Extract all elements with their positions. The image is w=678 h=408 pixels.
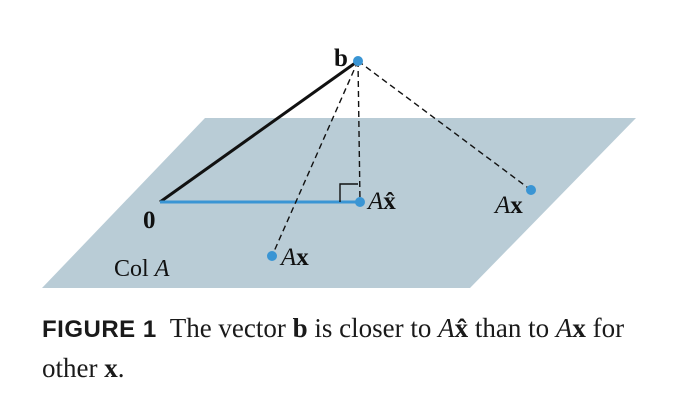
right-angle-marker [339,183,358,202]
label-ax-lower: Ax [279,244,309,271]
point-ax-right [526,185,536,195]
label-ax-right: Ax [493,192,523,219]
figure-label: FIGURE 1 [42,316,157,343]
label-origin: 0 [143,207,156,234]
label-col-a: Col A [114,256,170,282]
label-axhat: Ax̂ [366,188,396,215]
dashed-b-to-ax-lower [271,60,359,257]
point-b [353,56,363,66]
figure-caption: FIGURE 1 The vector b is closer to Ax̂ t… [42,313,625,383]
dashed-b-to-ax-right [357,60,532,191]
point-ax-lower [267,251,277,261]
segment-origin-to-b [159,59,359,204]
point-axhat [355,197,365,207]
label-b: b [334,45,348,72]
dashed-b-to-axhat [357,60,361,203]
